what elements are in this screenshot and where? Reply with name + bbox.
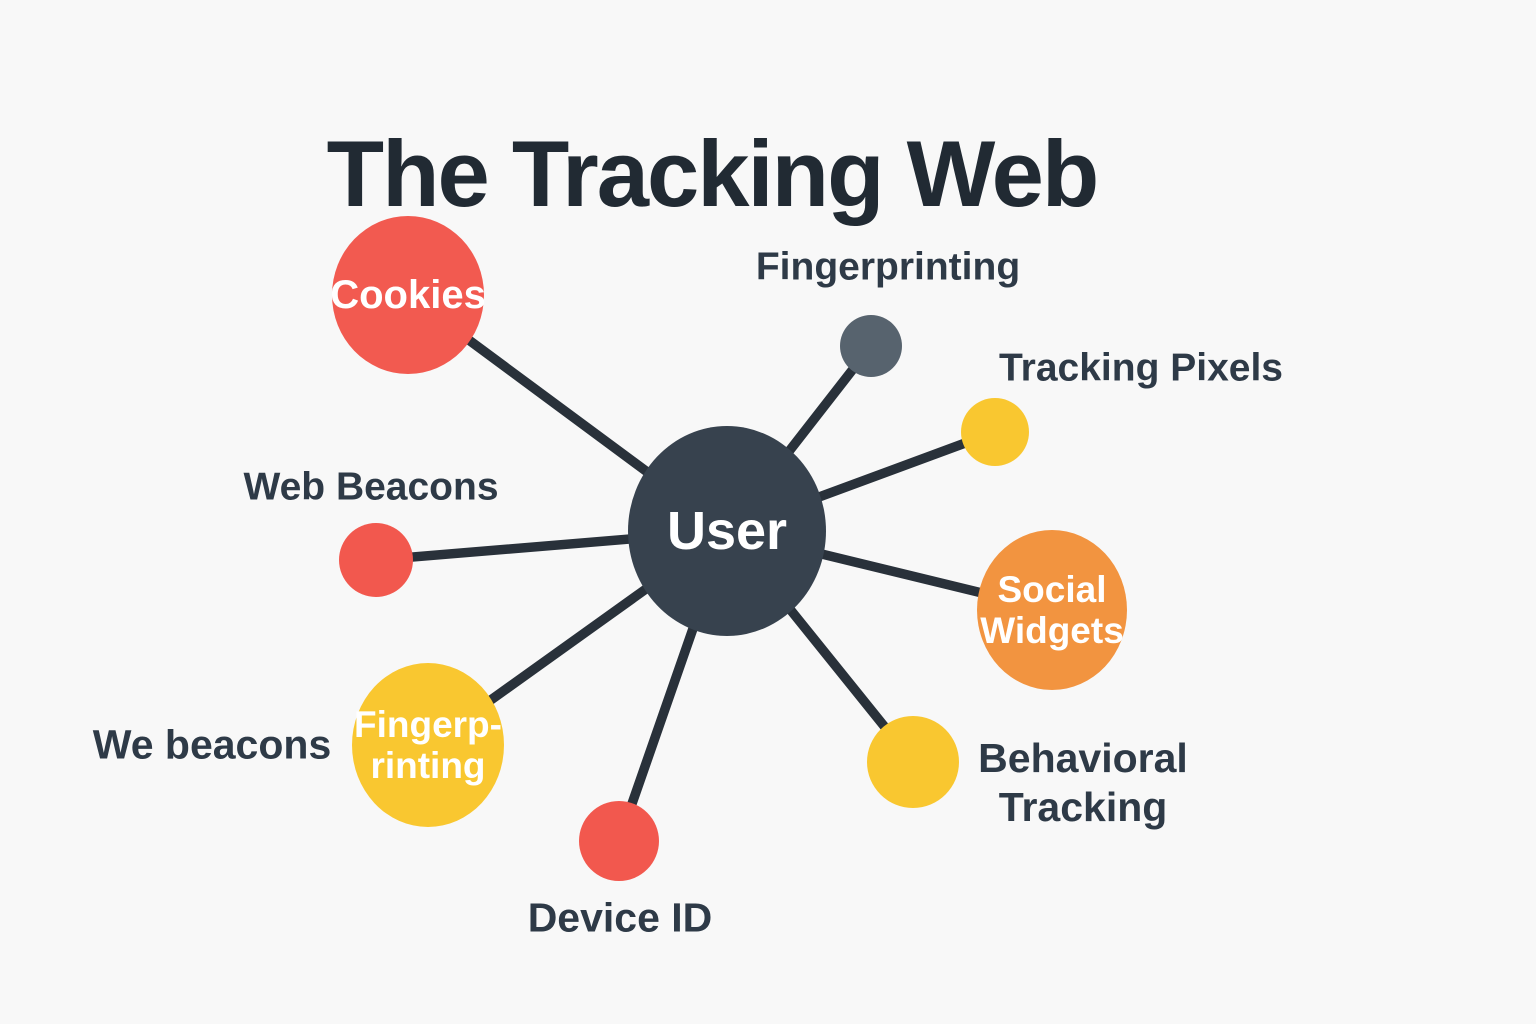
node-user-label: User [666,500,788,561]
node-social-widgets: Social Widgets [977,530,1127,690]
label-we-beacons: We beacons [92,721,332,768]
node-cookies-label: Cookies [330,272,486,317]
label-device-id: Device ID [527,894,713,941]
node-tracking-pixels [961,398,1029,466]
node-device-id [579,801,659,881]
node-fingerprinting-2: Fingerp- rinting [352,663,504,827]
label-tracking-pixels: Tracking Pixels [999,346,1283,390]
label-behavioral-tracking: Behavioral Tracking [978,734,1188,832]
label-fingerprinting: Fingerprinting [755,245,1021,289]
node-web-beacons [339,523,413,597]
label-behavioral-tracking-line1: Behavioral [978,734,1188,781]
node-cookies: Cookies [330,216,486,374]
page-title: The Tracking Web [326,120,1100,226]
node-fingerprinting-2-label-line2: rinting [370,745,486,786]
node-fingerprinting-2-label-line1: Fingerp- [354,703,502,745]
node-social-widgets-label-line1: Social [997,568,1107,610]
label-web-beacons: Web Beacons [243,465,499,509]
node-behavioral-tracking [867,716,959,808]
node-fingerprinting [840,315,902,377]
label-behavioral-tracking-line2: Tracking [998,784,1168,830]
node-user: User [628,426,826,636]
node-social-widgets-label-line2: Widgets [980,610,1124,651]
